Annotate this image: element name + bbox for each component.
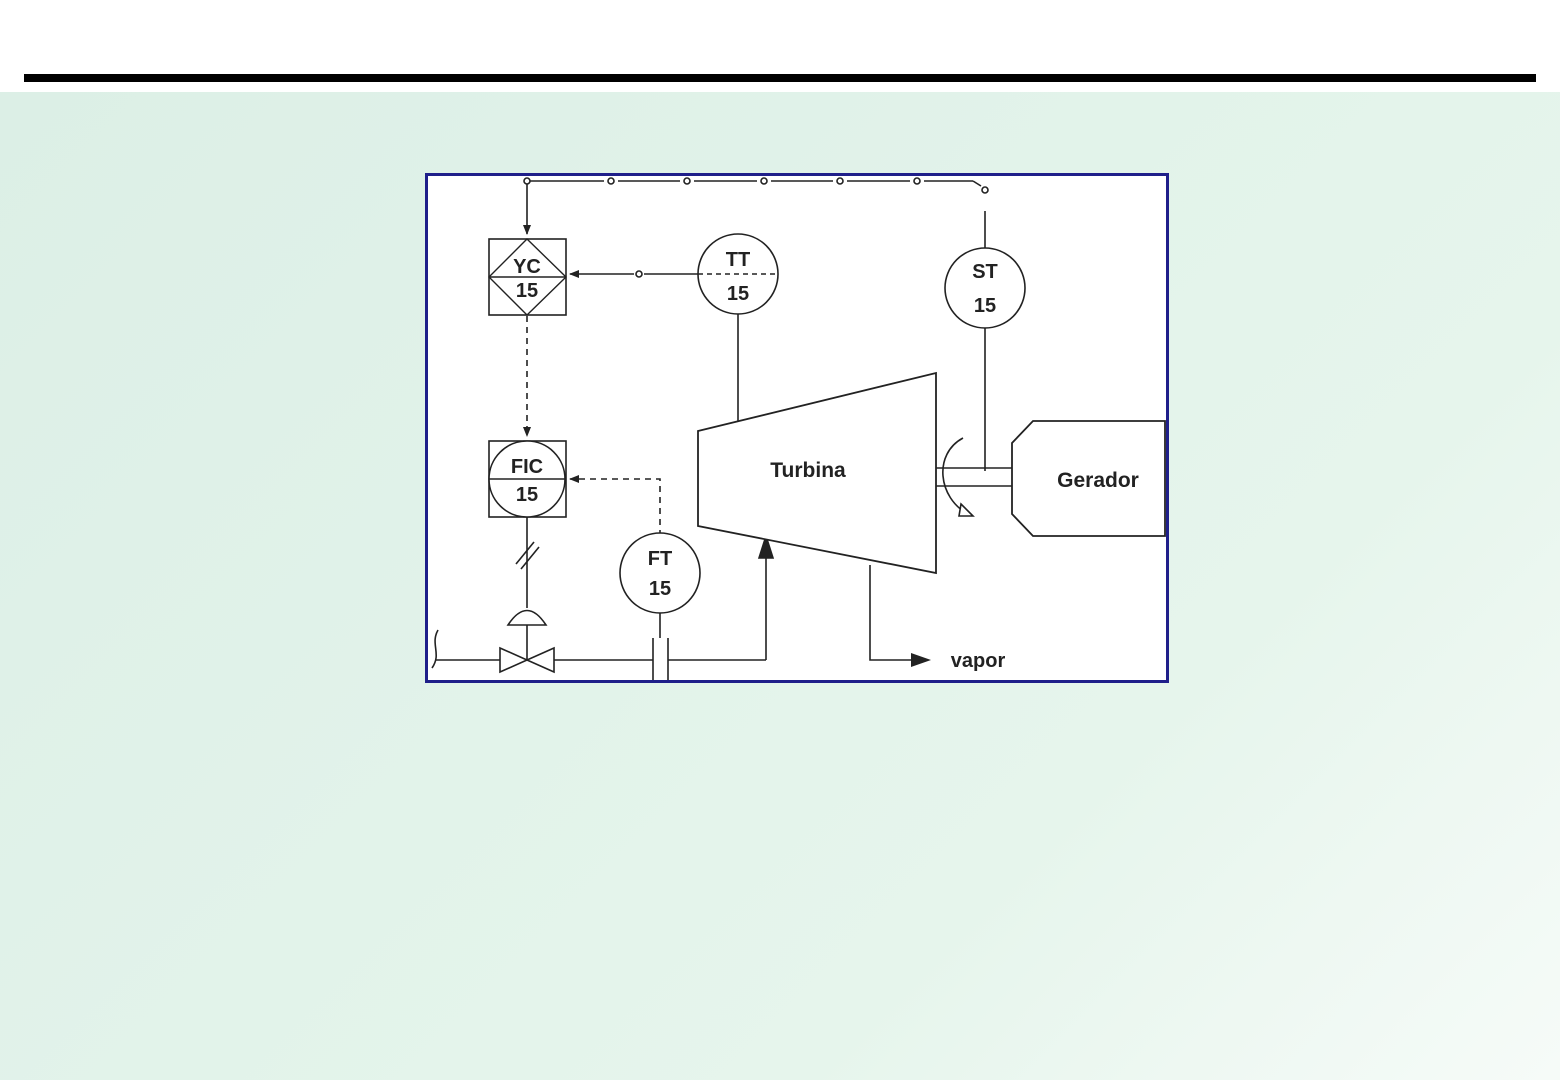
turbine-shaft: [936, 438, 1012, 516]
yc-instrument: YC 15: [489, 239, 566, 315]
st-number: 15: [974, 295, 996, 317]
st-instrument: ST 15: [945, 248, 1025, 471]
tt-instrument: TT 15: [698, 234, 778, 421]
turbine: Turbina: [698, 373, 936, 573]
tt-number: 15: [727, 283, 749, 305]
fic-instrument: FIC 15: [489, 441, 566, 517]
process-diagram: YC 15 TT 15 ST 15 FIC 15: [428, 176, 1166, 680]
process-diagram-frame: YC 15 TT 15 ST 15 FIC 15: [425, 173, 1169, 683]
flow-signal-line: [570, 479, 660, 536]
st-tag: ST: [972, 261, 998, 283]
fic-tag: FIC: [511, 456, 543, 478]
temperature-signal-line: [570, 271, 698, 277]
generator-label: Gerador: [1057, 469, 1139, 492]
yc-tag: YC: [513, 256, 541, 278]
steam-inlet-pipe: [432, 536, 773, 680]
generator: Gerador: [1012, 421, 1165, 536]
ft-instrument: FT 15: [620, 533, 700, 638]
turbine-label: Turbina: [770, 459, 846, 482]
header-rule: [24, 74, 1536, 82]
valve-actuator-signal: [516, 517, 539, 608]
ft-number: 15: [649, 578, 671, 600]
tt-tag: TT: [726, 249, 750, 271]
exhaust-label: vapor: [951, 650, 1006, 672]
yc-number: 15: [516, 280, 538, 302]
ft-tag: FT: [648, 548, 672, 570]
exhaust-line: vapor: [870, 565, 1005, 672]
control-valve: [500, 611, 554, 673]
fic-number: 15: [516, 484, 538, 506]
